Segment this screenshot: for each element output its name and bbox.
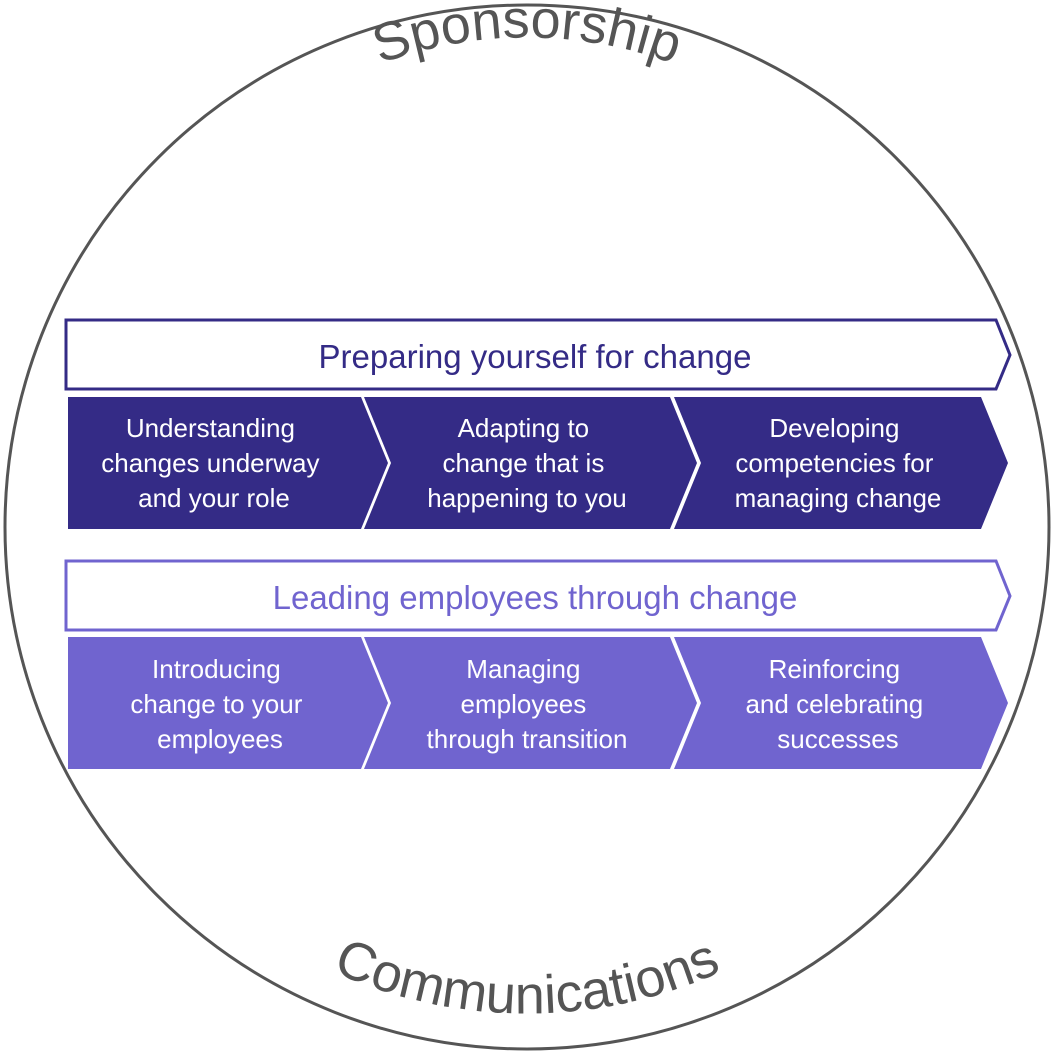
step-label-developing: Developing competencies for managing cha… — [735, 413, 942, 513]
step-label-adapting: Adapting to change that is happening to … — [427, 413, 627, 513]
step-chevron-reinforcing — [674, 637, 1008, 769]
group-leading-employees: Leading employees through change Introdu… — [64, 559, 1012, 769]
group-header-leading-arrow — [64, 559, 1012, 632]
step-label-introducing: Introducing change to your employees — [130, 654, 309, 754]
step-label-reinforcing: Reinforcing and celebrating successes — [745, 654, 930, 754]
step-chevron-adapting — [364, 397, 697, 529]
group-title-leading: Leading employees through change — [273, 579, 798, 616]
group-header-preparing-arrow — [64, 318, 1012, 391]
step-label-understanding: Understanding changes underway and your … — [101, 413, 327, 513]
step-chevron-understanding — [68, 397, 388, 529]
step-label-managing: Managing employees through transition — [427, 654, 628, 754]
group-title-preparing: Preparing yourself for change — [319, 338, 752, 375]
group-preparing-yourself: Preparing yourself for change Understand… — [64, 318, 1012, 529]
step-chevron-introducing — [68, 637, 388, 769]
step-chevron-managing — [364, 637, 697, 769]
step-chevron-developing — [674, 397, 1008, 529]
